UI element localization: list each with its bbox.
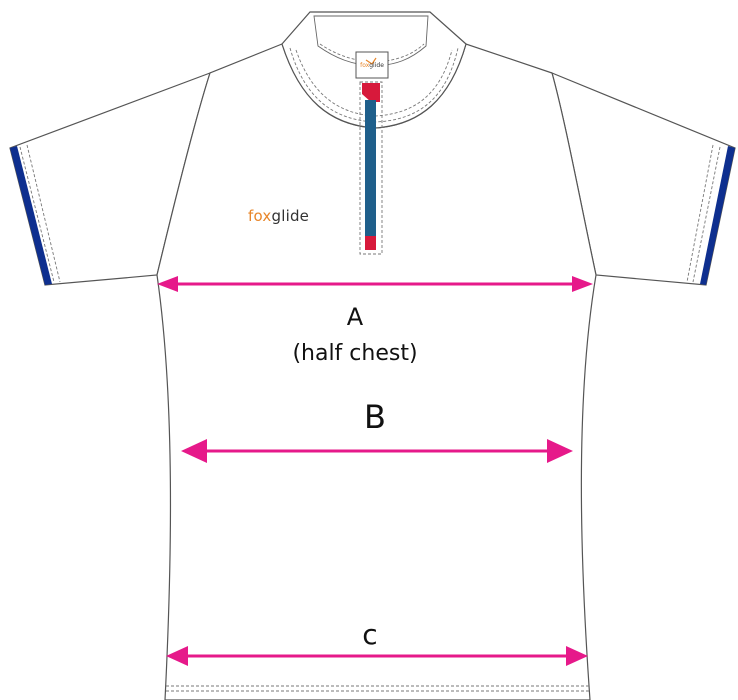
- measurement-b: [181, 439, 573, 463]
- jersey-body: [156, 43, 597, 700]
- measurement-c: [166, 646, 588, 666]
- label-a: A: [346, 303, 364, 331]
- neck-label-logo: foxglide: [360, 62, 384, 69]
- left-sleeve-cuff: [10, 146, 52, 285]
- zip-pull-top: [362, 83, 380, 102]
- neck-label-tag: [355, 51, 389, 79]
- right-sleeve-cuff: [700, 146, 735, 285]
- label-c: c: [362, 618, 378, 651]
- label-a-description: (half chest): [292, 341, 418, 366]
- brand-logo-part1: fox: [248, 207, 272, 225]
- zip-pull-bottom: [365, 236, 376, 250]
- label-b: B: [364, 398, 386, 436]
- zipper: [365, 100, 376, 240]
- measurement-a: [157, 276, 593, 292]
- brand-logo-part2: glide: [271, 207, 310, 225]
- chest-logo: foxglide: [248, 207, 309, 225]
